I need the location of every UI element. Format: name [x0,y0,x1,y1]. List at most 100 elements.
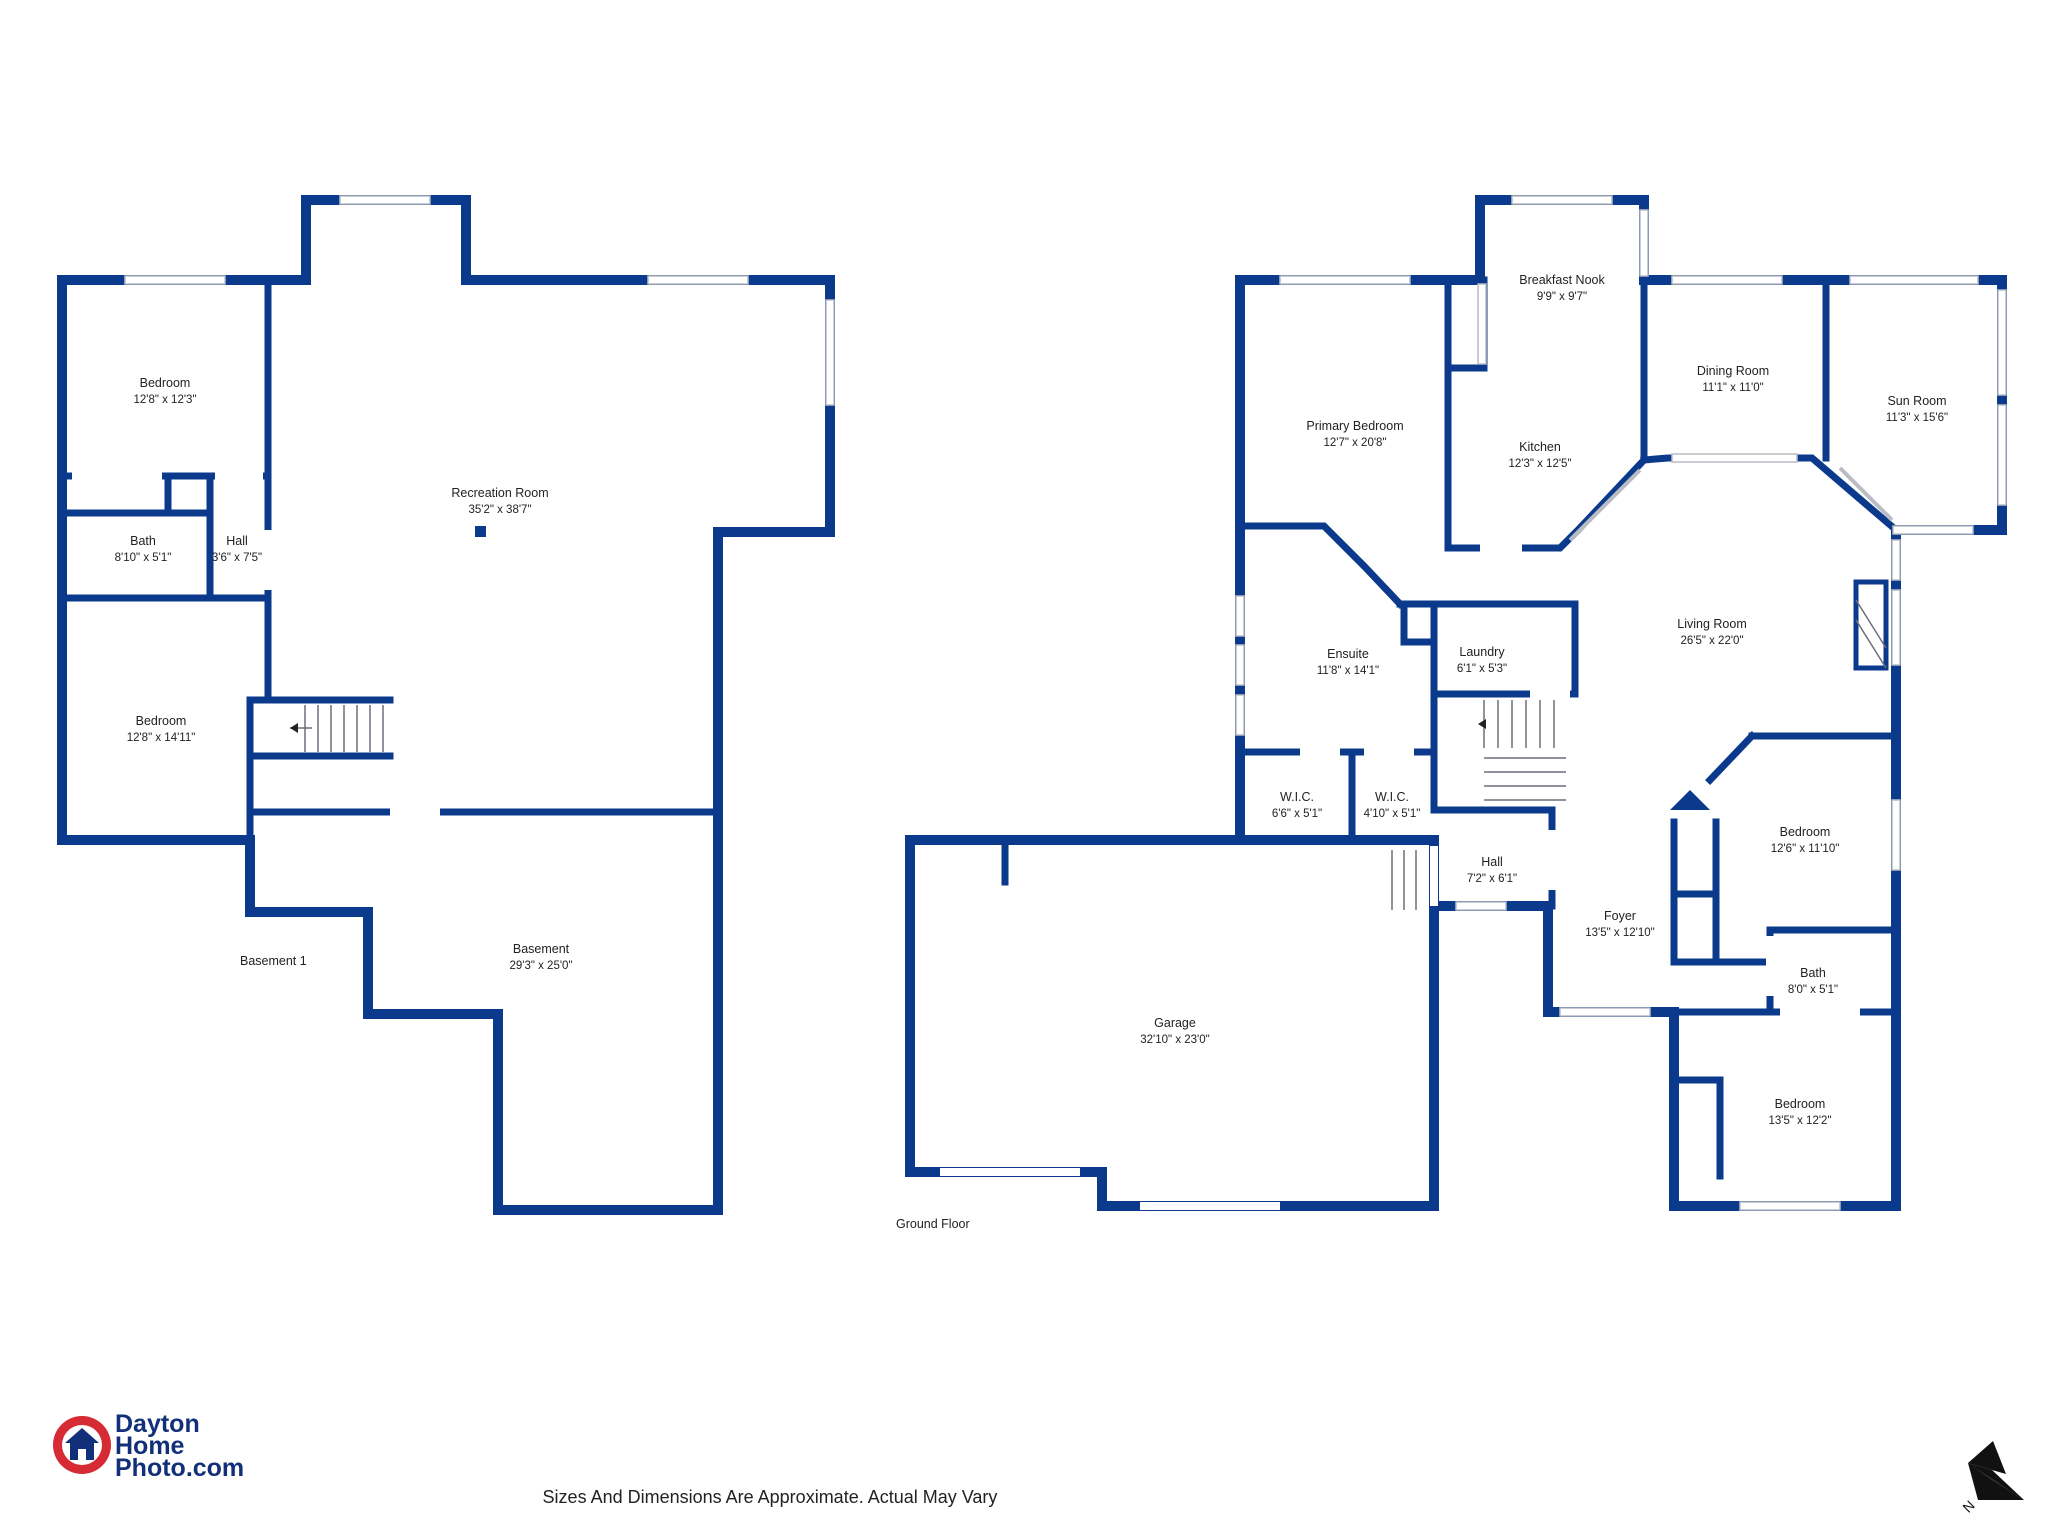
room-dimensions: 29'3" x 25'0" [509,960,572,972]
room-dimensions: 12'8" x 14'11" [127,732,196,744]
door-opening [385,760,393,805]
door-opening [215,472,263,480]
room-dimensions: 13'5" x 12'10" [1585,927,1654,939]
wall [1430,600,1579,698]
room-dimensions: 6'1" x 5'3" [1457,663,1507,675]
room-name: Kitchen [1519,440,1561,454]
room-dimensions: 12'7" x 20'8" [1323,437,1386,449]
floor-label: Ground Floor [896,1217,970,1231]
room-dimensions: 12'3" x 12'5" [1508,458,1571,470]
column [1670,790,1710,810]
room-name: Dining Room [1697,364,1769,378]
window [1892,525,1974,535]
window [1997,289,2007,396]
room-dimensions: 35'2" x 38'7" [468,504,531,516]
window [1279,275,1411,285]
room-name: Recreation Room [451,486,548,500]
logo-text-line1: Dayton [115,1410,200,1438]
window [1235,694,1245,736]
room-name: Bath [130,534,156,548]
room-name: Bedroom [1780,825,1831,839]
room-name: Bedroom [136,714,187,728]
room-name: Living Room [1677,617,1746,631]
door-opening [390,808,440,816]
room-dimensions: 11'8" x 14'1" [1317,665,1379,677]
wall [1640,454,1901,535]
room-name: Breakfast Nook [1519,273,1605,287]
compass-letter: N [1959,1497,1977,1515]
window [1455,901,1507,911]
room-name: Hall [1481,855,1503,869]
door-opening [1364,748,1414,756]
window [124,275,226,285]
window [1891,799,1901,871]
door-opening [72,472,162,480]
window [1739,1201,1841,1211]
wall [1236,522,1405,609]
logo: Dayton Home Photo.com [53,1410,244,1482]
room-name: Bedroom [1775,1097,1826,1111]
garage-door-opening [940,1168,1080,1176]
room-dimensions: 3'6" x 7'5" [212,552,262,564]
room-name: W.I.C. [1375,790,1409,804]
garage-exterior-wall [905,835,1439,1211]
floor-label: Basement 1 [240,954,307,968]
basement-wall [246,696,394,844]
room-dimensions: 11'1" x 11'0" [1702,382,1763,394]
room-name: Sun Room [1887,394,1946,408]
room-dimensions: 4'10" x 5'1" [1364,808,1421,820]
window [1891,539,1901,581]
door-opening [1480,544,1522,552]
wall [1400,600,1438,646]
room-dimensions: 32'10" x 23'0" [1140,1034,1209,1046]
room-name: Bedroom [140,376,191,390]
window [647,275,749,285]
window [1671,453,1798,463]
basement-stairs [290,705,384,752]
window [1671,275,1783,285]
logo-text-line2: Home [115,1432,185,1460]
door-opening [1548,830,1556,890]
window [339,195,431,205]
room-dimensions: 12'8" x 12'3" [133,394,196,406]
room-dimensions: 11'3" x 15'6" [1886,412,1948,424]
house-exterior-wall [1235,195,2007,1211]
garage-door-opening [1140,1202,1280,1210]
support-post [475,526,486,537]
room-name: Primary Bedroom [1306,419,1403,433]
wall [1670,1076,1724,1180]
room-dimensions: 9'9" x 9'7" [1537,291,1587,303]
window [1891,589,1901,666]
door-opening [1530,690,1570,698]
window [1639,209,1649,277]
door-opening [264,530,272,590]
north-arrow-icon: N [1959,1441,2024,1516]
room-name: Garage [1154,1016,1196,1030]
basement-floor: Bedroom 12'8" x 12'3" Recreation Room 35… [57,195,835,1215]
room-dimensions: 6'6" x 5'1" [1272,808,1322,820]
ground-floor: Breakfast Nook 9'9" x 9'7" Dining Room 1… [896,195,2007,1231]
room-name: Laundry [1459,645,1505,659]
room-name: W.I.C. [1280,790,1314,804]
room-dimensions: 8'0" x 5'1" [1788,984,1838,996]
room-name: Basement [513,942,570,956]
door-opening [1430,846,1438,906]
camera-house-icon [53,1416,111,1474]
basement-exterior-wall [57,195,835,1215]
logo-text-line3: Photo.com [115,1454,244,1482]
room-dimensions: 12'6" x 11'10" [1771,843,1840,855]
window [1559,1007,1651,1017]
wall [1670,818,1720,966]
door-opening [1300,748,1340,756]
door-opening [1766,936,1774,996]
window [825,299,835,406]
window [1997,404,2007,506]
room-dimensions: 8'10" x 5'1" [115,552,172,564]
room-name: Bath [1800,966,1826,980]
window [1235,644,1245,686]
room-dimensions: 13'5" x 12'2" [1768,1115,1831,1127]
room-name: Foyer [1604,909,1636,923]
room-dimensions: 7'2" x 6'1" [1467,873,1517,885]
room-dimensions: 26'5" x 22'0" [1680,635,1743,647]
